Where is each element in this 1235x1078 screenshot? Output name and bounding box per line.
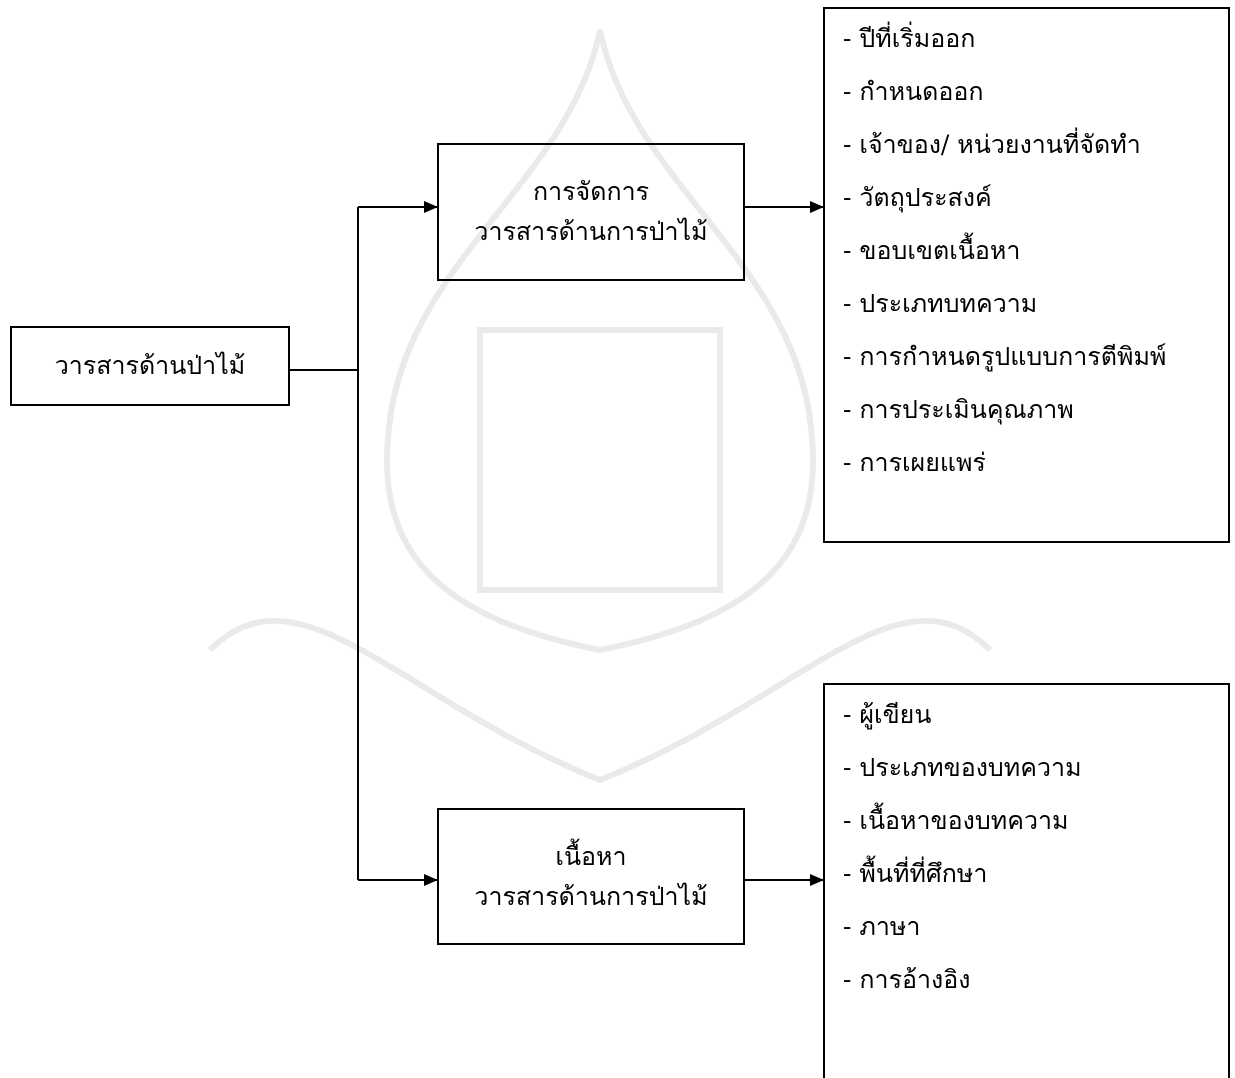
list-item: - วัตถุประสงค์	[843, 183, 992, 212]
root-box: วารสารด้านป่าไม้	[10, 326, 290, 406]
list-item: - ขอบเขตเนื้อหา	[843, 236, 1021, 265]
list-item: - ผู้เขียน	[843, 700, 932, 729]
content-box: เนื้อหา วารสารด้านการป่าไม้	[437, 808, 745, 945]
list-item: - การอ้างอิง	[843, 965, 971, 994]
management-title-line2: วารสารด้านการป่าไม้	[474, 217, 708, 246]
content-title-line1: เนื้อหา	[555, 841, 627, 871]
content-title-line2: วารสารด้านการป่าไม้	[474, 881, 708, 911]
list-item: - เนื้อหาของบทความ	[843, 806, 1069, 835]
list-item: - การกำหนดรูปแบบการตีพิมพ์	[843, 342, 1167, 371]
list-item: - ประเภทบทความ	[843, 289, 1038, 318]
list-item: - เจ้าของ/ หน่วยงานที่จัดทำ	[843, 130, 1141, 159]
list-item: - พื้นที่ที่ศึกษา	[843, 859, 988, 888]
content-attributes-list: - ผู้เขียน - ประเภทของบทความ - เนื้อหาขอ…	[823, 683, 1230, 1078]
management-box: การจัดการ วารสารด้านการป่าไม้	[437, 143, 745, 281]
list-item: - การประเมินคุณภาพ	[843, 395, 1074, 424]
root-label: วารสารด้านป่าไม้	[54, 351, 246, 380]
list-item: - ภาษา	[843, 912, 921, 941]
list-item: - ประเภทของบทความ	[843, 753, 1082, 782]
list-item: - ปีที่เริ่มออก	[843, 24, 976, 53]
list-item: - กำหนดออก	[843, 77, 984, 106]
management-title-line1: การจัดการ	[532, 177, 650, 206]
management-attributes-list: - ปีที่เริ่มออก - กำหนดออก - เจ้าของ/ หน…	[823, 7, 1230, 543]
university-seal-watermark	[207, 29, 993, 784]
list-item: - การเผยแพร่	[843, 448, 986, 477]
